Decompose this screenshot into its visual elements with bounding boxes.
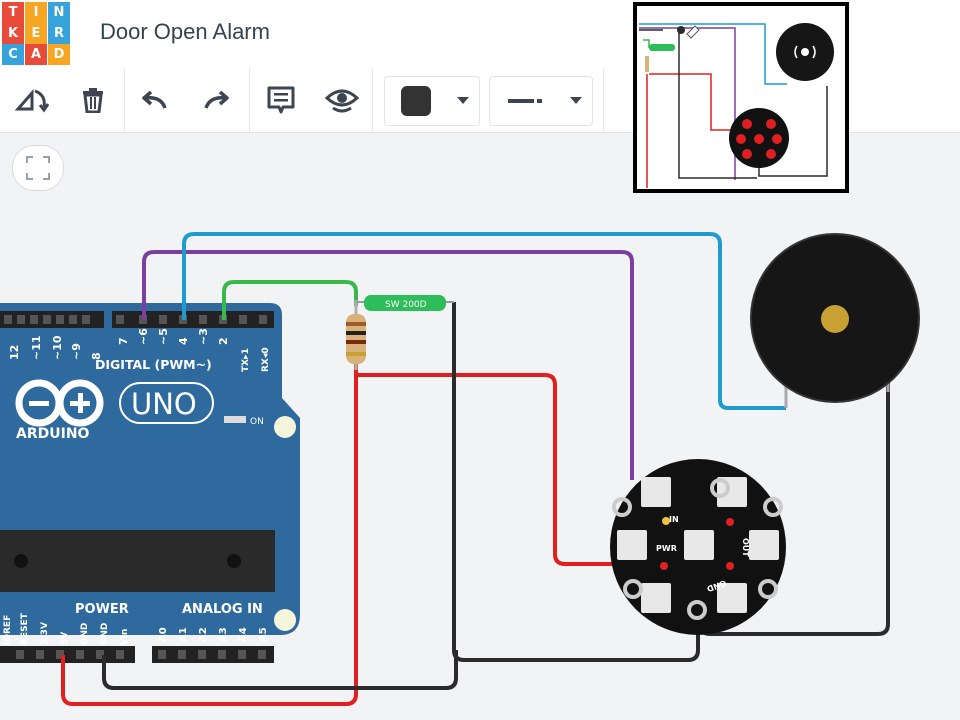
pin-label: Vin (120, 629, 130, 645)
logo-letter: C (2, 44, 24, 65)
piezo-buzzer[interactable] (750, 233, 920, 408)
neopixel-gnd-label: GND (705, 578, 727, 593)
pin-label: A4 (238, 627, 249, 642)
pin-label: A0 (158, 627, 169, 642)
logo-letter: T (2, 2, 24, 23)
toolbar-divider (372, 68, 373, 132)
pin-label: ~5 (157, 328, 170, 345)
wires[interactable] (61, 232, 890, 706)
logo-letter: K (2, 23, 24, 44)
logo-letter: D (48, 44, 70, 65)
logo-letter: R (48, 23, 70, 44)
logo-letter: I (25, 2, 47, 23)
pin-label: IOREF (3, 615, 13, 645)
pin-label: A3 (218, 627, 229, 642)
chevron-down-icon (457, 97, 469, 104)
delete-button[interactable] (75, 82, 111, 118)
pin-label: A1 (178, 627, 189, 642)
visibility-icon (325, 89, 359, 113)
notes-button[interactable] (263, 82, 299, 118)
power-label: POWER (75, 602, 129, 617)
pin-label: 4 (177, 337, 190, 345)
minimap[interactable] (633, 2, 849, 193)
pin-label: GND (80, 623, 90, 645)
pin-label: RESET (20, 612, 30, 645)
notes-icon (267, 86, 295, 114)
wire-red-5v (61, 360, 358, 706)
logo-letter: A (25, 44, 47, 65)
chevron-down-icon (570, 97, 582, 104)
arduino-logo (15, 379, 104, 427)
color-swatch (401, 86, 431, 116)
wire-black-buzzer (696, 380, 890, 636)
visibility-button[interactable] (324, 82, 360, 118)
wire-blue (182, 232, 786, 410)
trash-icon (83, 88, 103, 113)
wire-black-switch (452, 302, 700, 662)
reed-switch[interactable]: SW 200D (356, 295, 454, 311)
arduino-uno-board[interactable]: 12 ~11 ~10 ~9 8 7 ~6 ~5 4 ~3 2 TX▸1 RX◂0… (0, 303, 300, 663)
pin-label: TX▸1 (241, 348, 251, 372)
pin-label: ~10 (51, 335, 64, 360)
pin-label: ~9 (70, 343, 83, 360)
logo-letter: N (48, 2, 70, 23)
wire-type-icon (508, 99, 542, 103)
pin-label: ~3 (197, 328, 210, 345)
microcontroller-chip (0, 530, 275, 592)
rotate-button[interactable] (14, 82, 50, 118)
logo-letter: E (25, 23, 47, 44)
pin-label: RX◂0 (261, 347, 271, 372)
arduino-brand: ARDUINO (16, 426, 90, 442)
toolbar-divider (124, 68, 125, 132)
rotate-icon (15, 89, 49, 113)
pin-label: 3.3V (40, 622, 50, 645)
minimap-preview (637, 6, 845, 189)
undo-button[interactable] (137, 82, 173, 118)
fit-view-button[interactable] (12, 145, 64, 191)
undo-icon (142, 90, 167, 109)
project-title[interactable]: Door Open Alarm (100, 19, 270, 44)
neopixel-out-label: OUT (741, 538, 750, 557)
pin-label: A2 (198, 627, 209, 642)
pin-label: A5 (258, 627, 269, 642)
wire-black-gnd (102, 650, 458, 690)
tinkercad-logo[interactable]: T I N K E R C A D (0, 0, 72, 66)
pin-label: GND (100, 623, 110, 645)
pin-label: 8 (90, 352, 103, 360)
reed-switch-label: SW 200D (385, 300, 427, 310)
arduino-model: UNO (131, 387, 197, 421)
pin-label: ~6 (137, 328, 150, 345)
neopixel-pwr-label: PWR (656, 544, 677, 553)
wire-type-dropdown[interactable] (489, 76, 593, 126)
pin-label: ~11 (30, 335, 43, 360)
redo-icon (204, 90, 229, 109)
wire-green (222, 280, 358, 320)
on-led-label: ON (250, 417, 264, 427)
analog-label: ANALOG IN (182, 602, 263, 617)
toolbar-divider (603, 68, 604, 132)
pin-label: 5V (60, 632, 70, 645)
pin-label: 2 (217, 337, 230, 345)
wire-purple (142, 250, 634, 480)
redo-button[interactable] (198, 82, 234, 118)
resistor[interactable] (346, 300, 366, 370)
neopixel-jewel[interactable]: IN PWR OUT GND (610, 459, 786, 635)
fit-view-icon (26, 156, 50, 180)
pin-label: 12 (8, 345, 21, 360)
wire-color-dropdown[interactable] (384, 76, 480, 126)
digital-label: DIGITAL (PWM~) (95, 357, 212, 372)
pin-label: 7 (117, 337, 130, 345)
toolbar-divider (249, 68, 250, 132)
wire-red-neopixel (356, 373, 612, 566)
neopixel-in-label: IN (669, 515, 679, 524)
